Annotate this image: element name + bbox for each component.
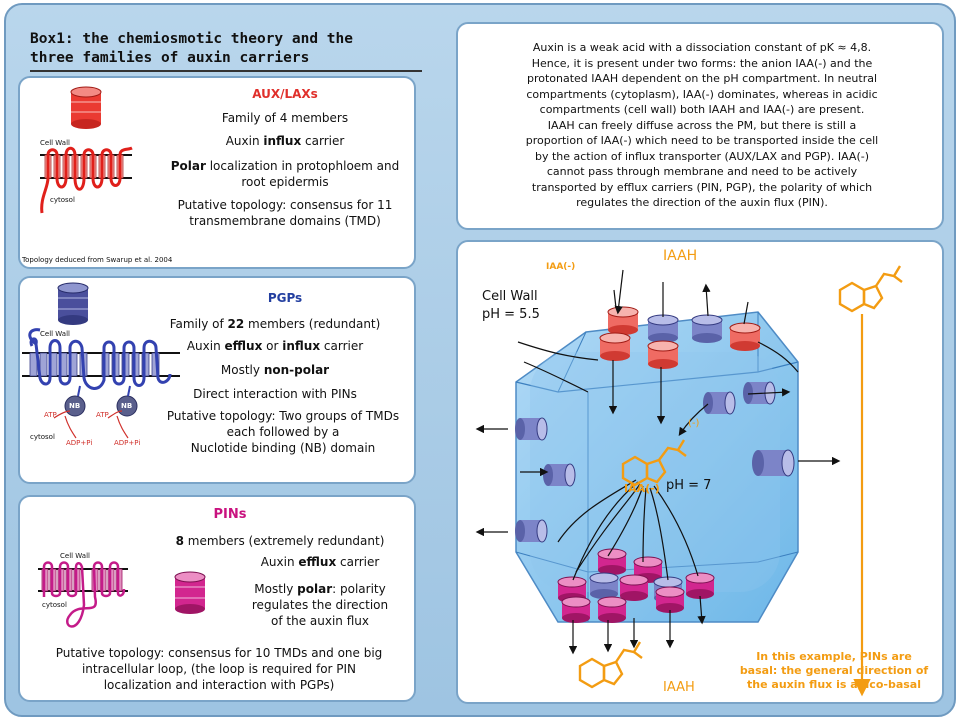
note-line: In this example, PINs are [756, 650, 912, 663]
iaa-inside-label: IAA(-) [624, 482, 660, 495]
pin-line1: 8 members (extremely redundant) [175, 534, 385, 548]
cell-wall-text: Cell Wall [482, 289, 538, 304]
pgp-line3: Mostly non-polar [220, 363, 330, 377]
pin-panel: Cell Wall cytosol PINs 8 members (extrem… [18, 495, 416, 702]
info-text: Auxin is a weak acid with a dissociation… [464, 40, 940, 211]
pgp-cellwall-label: Cell Wall [40, 330, 70, 338]
pgp-panel: Cell Wall cytosol ATP ATP NB NB ADP+Pi A… [18, 276, 416, 484]
pin-line4: Putative topology: consensus for 10 TMDs… [55, 646, 383, 692]
info-line: protonated IAAH dependent on the pH comp… [526, 72, 878, 85]
note-line: the auxin flux is apico-basal [747, 678, 921, 691]
info-line: IAAH can freely diffuse across the PM, b… [547, 118, 857, 132]
aux-line1: Family of 4 members [221, 111, 349, 125]
minus-charge-label: (-) [688, 418, 700, 429]
cell-diagram-panel: IAA(-) IAAH Cell Wall pH = 5.5 (-) IAA(-… [456, 240, 944, 704]
pgp-line1: Family of 22 members (redundant) [169, 317, 381, 331]
pgp-adp-label-2: ADP+Pi [114, 439, 141, 447]
pin-line2: Auxin efflux carrier [260, 555, 380, 569]
pgp-line2: Auxin efflux or influx carrier [186, 339, 364, 353]
pgp-heading: PGPs [267, 291, 303, 305]
pin-topology-diagram [38, 561, 206, 628]
iaah-top-label: IAAH [663, 248, 698, 264]
aux-lax-panel: Cell Wall cytosol AUX/LAXs Family of 4 m… [18, 76, 416, 269]
pgp-line4: Direct interaction with PINs [193, 387, 357, 401]
box-title-line1: Box1: the chemiosmotic theory and the [30, 31, 354, 47]
info-line: Hence, it is present under two forms: th… [531, 56, 873, 70]
auxin-molecule-top [838, 265, 903, 313]
box-title-line2: three families of auxin carriers [30, 50, 310, 66]
note-line: basal: the general direction of [739, 664, 929, 677]
flux-arrows [475, 269, 841, 655]
aux-cellwall-label: Cell Wall [40, 139, 70, 147]
auxin-molecule-inside [621, 439, 687, 487]
pin-heading: PINs [213, 507, 247, 522]
top-carriers [599, 306, 761, 369]
auxin-molecule-bottom [578, 641, 643, 689]
pin-cellwall-label: Cell Wall [60, 552, 90, 560]
pgp-adp-label-1: ADP+Pi [66, 439, 93, 447]
ph-out-label: pH = 5.5 [482, 307, 540, 322]
info-panel: Auxin is a weak acid with a dissociation… [456, 22, 944, 230]
pgp-nb-label-1: NB [69, 402, 81, 410]
iaah-bottom-label: IAAH [663, 680, 695, 695]
cell-diagram [475, 265, 903, 697]
title-underline [30, 70, 422, 72]
pgp-cytosol-label: cytosol [30, 433, 55, 441]
pgp-topology-diagram [22, 282, 180, 439]
aux-reference: Topology deduced from Swarup et al. 2004 [22, 256, 173, 264]
aux-line2: Auxin influx carrier [225, 134, 345, 148]
cell-wall-label: Cell Wall pH = 5.5 [482, 288, 540, 324]
info-line: Auxin is a weak acid with a dissociation… [532, 41, 872, 54]
pgp-nb-label-2: NB [121, 402, 133, 410]
box-title: Box1: the chemiosmotic theory and the th… [30, 30, 353, 68]
pin-cytosol-label: cytosol [42, 601, 67, 609]
info-line: by the action of influx transporter (AUX… [534, 149, 869, 163]
info-line: cannot pass through membrane and need to… [546, 165, 858, 178]
info-line: compartments (cell wall) both IAAH and I… [539, 103, 865, 116]
aux-carrier-icon [70, 86, 102, 129]
info-line: compartments (cytoplasm), IAA(-) dominat… [526, 87, 878, 101]
pgp-carrier-icon [57, 282, 89, 325]
info-line: transported by efflux carriers (PIN, PGP… [531, 180, 873, 194]
aux-cytosol-label: cytosol [50, 196, 75, 204]
pin-carrier-icon [174, 571, 206, 614]
iaa-minus-top-label: IAA(-) [546, 262, 576, 272]
info-line: regulates the direction of the auxin flu… [576, 196, 828, 209]
side-carriers [515, 381, 795, 543]
auxin-flux-note: In this example, PINs are basal: the gen… [726, 650, 942, 692]
pgp-atp-label-2: ATP [96, 411, 109, 419]
info-line: proportion of IAA(-) which need to be tr… [525, 134, 879, 147]
bottom-carriers [557, 548, 715, 623]
pgp-atp-label-1: ATP [44, 411, 57, 419]
aux-heading: AUX/LAXs [252, 87, 318, 101]
aux-topology-diagram [40, 86, 133, 214]
ph-in-label: pH = 7 [666, 478, 712, 493]
